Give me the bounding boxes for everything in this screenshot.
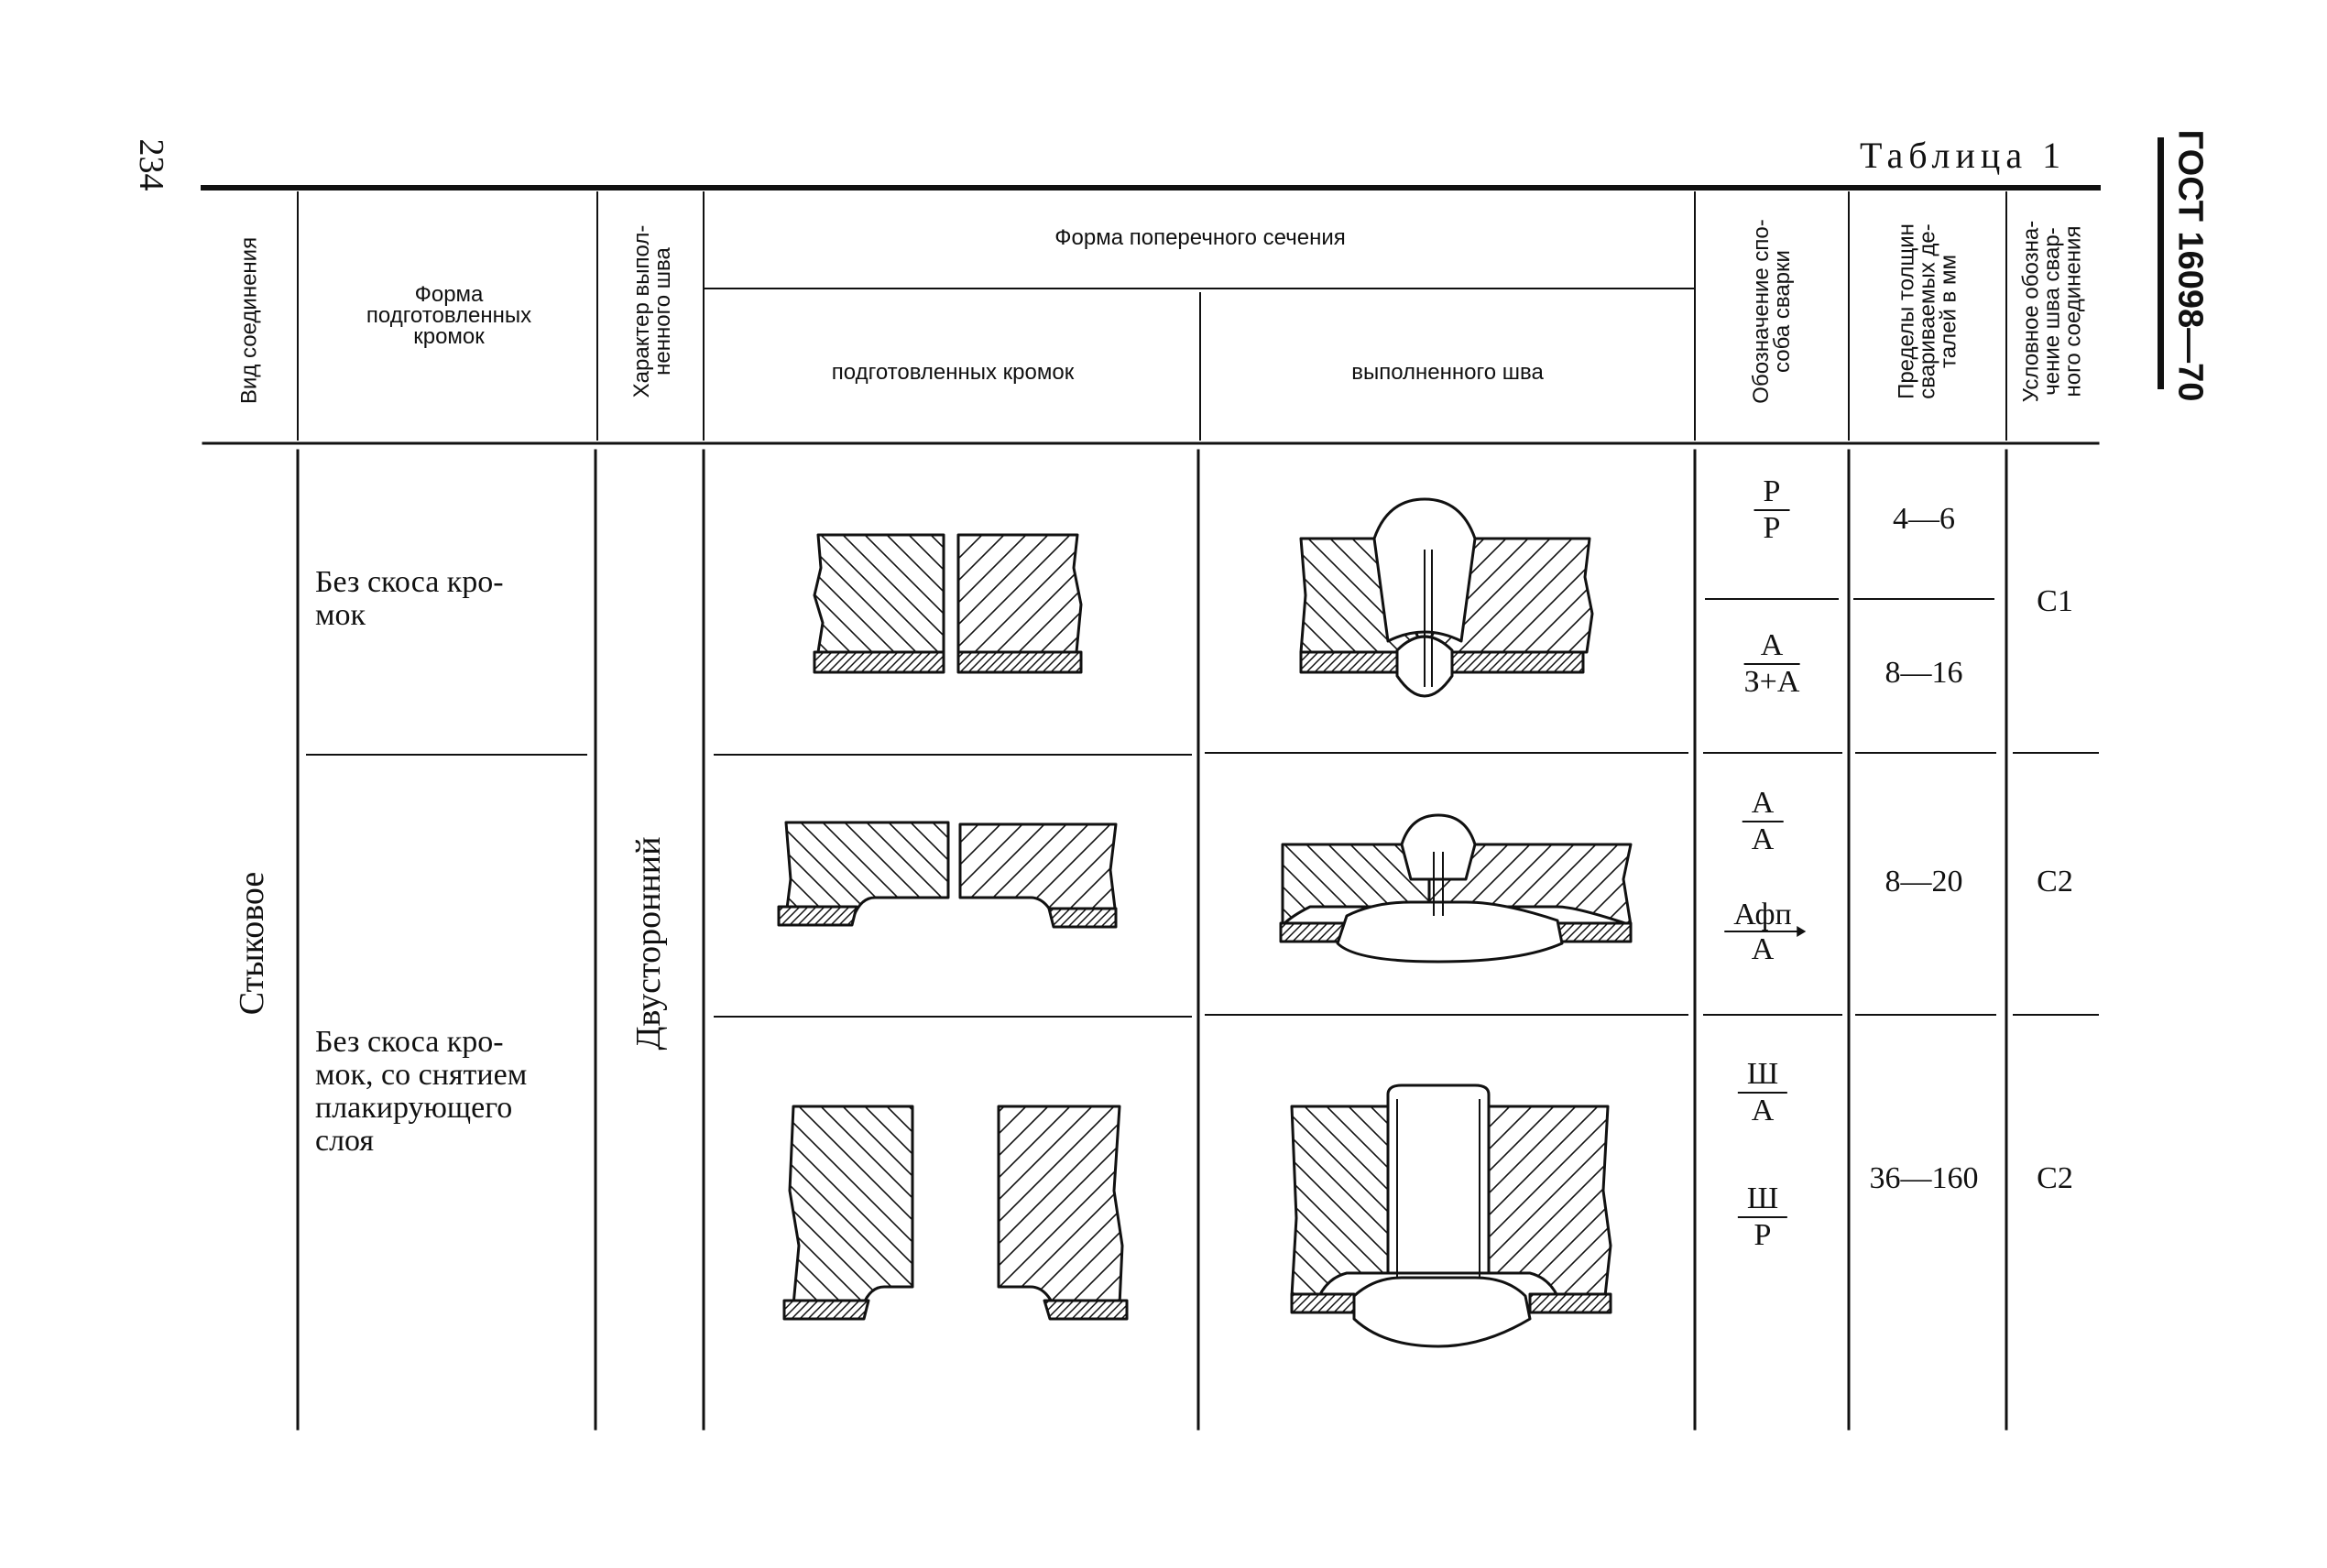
row3-finished-seam-drawing (1290, 1083, 1612, 1348)
thickness-value: 8—20 (1885, 865, 1963, 898)
row2-prepared-edges-drawing (777, 821, 1118, 929)
header-finished-seam: выполненного шва (1351, 360, 1544, 385)
thickness-value: 36—160 (1869, 1161, 1979, 1195)
designation-value: С2 (2037, 865, 2073, 898)
designation-value: С2 (2037, 1161, 2073, 1195)
designation-value: С1 (2037, 584, 2073, 618)
edge-shape-row3: Без скоса кро- мок, со снятием плакирующ… (315, 1025, 528, 1158)
row1-finished-seam-drawing (1299, 497, 1594, 698)
row1-prepared-edges-drawing (813, 533, 1083, 674)
header-edge-shape: Форма подготовленных кромок (366, 282, 532, 349)
row2-finished-seam-drawing (1279, 813, 1633, 964)
thickness-value: 8—16 (1885, 656, 1963, 690)
standard-rule (2158, 137, 2164, 389)
edge-shape-row1: Без скоса кро- мок (315, 565, 504, 632)
row3-prepared-edges-drawing (782, 1105, 1129, 1321)
thickness-value: 4—6 (1893, 502, 1955, 536)
header-prepared-edges: подготовленных кромок (831, 360, 1075, 385)
table-label: Таблица 1 (1860, 135, 2067, 176)
header-cross-section: Форма поперечного сечения (1054, 225, 1346, 250)
